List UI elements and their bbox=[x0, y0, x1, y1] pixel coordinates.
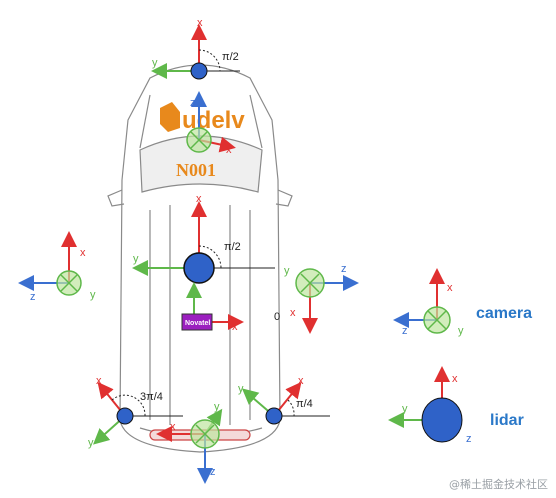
rear-left-lidar-angle: 3π/4 bbox=[140, 391, 163, 403]
legend-lidar-symbol-icon bbox=[421, 397, 463, 443]
front-lidar-y-label: y bbox=[152, 57, 158, 69]
front-camera-frame: z x bbox=[186, 91, 236, 156]
center-lidar-angle: π/2 bbox=[224, 241, 241, 253]
vehicle-id: N001 bbox=[176, 160, 216, 180]
novatel-gnss: Novatel x 0 bbox=[181, 282, 280, 333]
gnss-box-icon bbox=[181, 313, 213, 331]
center-lidar-frame: x y π/2 bbox=[132, 193, 275, 284]
gnss-label: Novatel bbox=[185, 320, 210, 327]
rear-right-lidar-frame: x y π/4 bbox=[238, 375, 330, 425]
rear-right-lidar-symbol-icon bbox=[265, 407, 283, 425]
rear-camera-symbol-icon bbox=[190, 419, 220, 449]
left-camera-x-label: x bbox=[80, 247, 86, 259]
right-camera-y-label: y bbox=[284, 265, 290, 277]
rear-left-lidar-frame: x y 3π/4 bbox=[88, 375, 183, 449]
right-camera-symbol-icon bbox=[295, 268, 325, 298]
rear-camera-y-label: y bbox=[214, 401, 220, 413]
rear-right-lidar-angle: π/4 bbox=[296, 398, 313, 410]
gnss-x-label: x bbox=[232, 321, 238, 333]
hood-line-right bbox=[249, 94, 263, 149]
legend-lidar: x y z lidar bbox=[388, 366, 524, 445]
front-lidar-frame: x y π/2 bbox=[151, 17, 240, 80]
logo-mark-icon bbox=[160, 102, 180, 132]
legend-lidar-x-label: x bbox=[452, 373, 458, 385]
rear-right-lidar-x-label: x bbox=[298, 375, 304, 387]
right-camera-z-label: z bbox=[341, 263, 347, 275]
rear-left-lidar-x-label: x bbox=[96, 375, 102, 387]
left-camera-frame: x z y bbox=[18, 231, 96, 303]
center-lidar-x-label: x bbox=[196, 193, 202, 205]
right-camera-frame: y z x bbox=[284, 263, 359, 334]
legend-camera-symbol-icon bbox=[423, 306, 451, 334]
rear-camera-z-label: z bbox=[210, 466, 216, 478]
front-lidar-x-label: x bbox=[197, 17, 203, 29]
rear-left-lidar-symbol-icon bbox=[116, 407, 134, 425]
legend-camera-x-label: x bbox=[447, 282, 453, 294]
side-mirror-right bbox=[275, 189, 293, 207]
front-camera-symbol-icon bbox=[186, 127, 212, 153]
front-lidar-symbol-icon bbox=[190, 62, 208, 80]
rear-right-lidar-y-label: y bbox=[238, 383, 244, 395]
rear-camera-x-label: x bbox=[170, 421, 176, 433]
legend-lidar-z-label: z bbox=[466, 433, 472, 445]
front-camera-z-label: z bbox=[190, 97, 196, 109]
center-lidar-y-label: y bbox=[133, 253, 139, 265]
legend-lidar-name: lidar bbox=[490, 412, 524, 429]
watermark: @稀土掘金技术社区 bbox=[449, 478, 548, 491]
center-lidar-symbol-icon bbox=[183, 252, 215, 284]
car-body bbox=[119, 64, 281, 453]
left-camera-z-label: z bbox=[30, 291, 36, 303]
gnss-zero-label: 0 bbox=[274, 311, 280, 323]
right-camera-x-label: x bbox=[290, 307, 296, 319]
front-lidar-angle: π/2 bbox=[222, 51, 239, 63]
rear-left-lidar-y-label: y bbox=[88, 437, 94, 449]
legend-lidar-y-label: y bbox=[402, 403, 408, 415]
left-camera-symbol-icon bbox=[56, 270, 82, 296]
legend-camera: x z y camera bbox=[393, 268, 532, 337]
rear-camera-frame: x y z bbox=[156, 401, 223, 484]
side-mirror-left bbox=[107, 189, 125, 207]
front-camera-x-label: x bbox=[226, 144, 232, 156]
legend-camera-y-label: y bbox=[458, 325, 464, 337]
legend-camera-name: camera bbox=[476, 305, 532, 322]
hood-line-left bbox=[139, 94, 151, 149]
legend-camera-z-label: z bbox=[402, 325, 408, 337]
left-camera-y-label: y bbox=[90, 289, 96, 301]
